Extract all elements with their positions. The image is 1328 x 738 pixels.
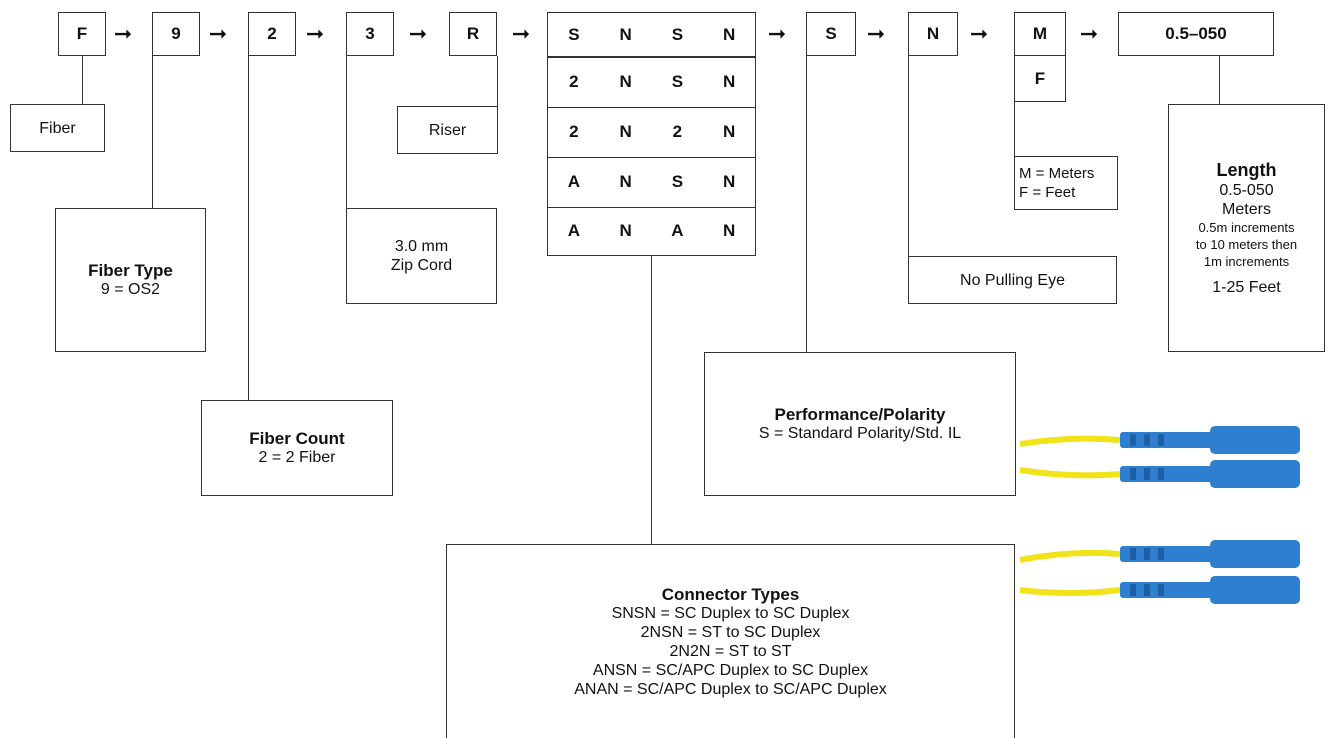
fiber-patch-cable-image <box>1020 418 1320 618</box>
fiber-label: Fiber <box>39 119 75 138</box>
connector-line <box>1014 102 1015 156</box>
connector-line <box>1219 56 1220 104</box>
cord-line2: Zip Cord <box>391 256 452 275</box>
performance-box: Performance/Polarity S = Standard Polari… <box>704 352 1016 496</box>
arrow-icon: ➞ <box>762 23 792 45</box>
performance-value: S = Standard Polarity/Std. IL <box>759 424 961 443</box>
length-feet: 1-25 Feet <box>1212 278 1280 297</box>
fiber-label-box: Fiber <box>10 104 105 152</box>
connector-type-line: SNSN = SC Duplex to SC Duplex <box>612 604 850 623</box>
connector-code-cell: A <box>652 221 704 241</box>
code-unit-feet: F <box>1014 56 1066 102</box>
connector-code-cell: 2 <box>548 72 600 92</box>
connector-row: 2 N 2 N <box>548 107 755 158</box>
units-box: M = Meters F = Feet <box>1014 156 1118 210</box>
arrow-icon: ➞ <box>403 23 433 45</box>
connector-line <box>152 56 153 208</box>
connector-type-line: ANSN = SC/APC Duplex to SC Duplex <box>593 661 868 680</box>
length-small1: 0.5m increments <box>1198 219 1294 236</box>
connector-code-cell: N <box>703 25 755 45</box>
fiber-count-title: Fiber Count <box>249 429 344 448</box>
riser-label: Riser <box>429 121 466 140</box>
connector-code-cell: S <box>652 72 704 92</box>
connector-code-cell: S <box>548 25 600 45</box>
arrow-icon: ➞ <box>203 23 233 45</box>
code-fiber: F <box>58 12 106 56</box>
code-rating: R <box>449 12 497 56</box>
connector-code-cell: N <box>600 221 652 241</box>
units-meters: M = Meters <box>1019 164 1094 183</box>
connector-line <box>497 56 498 106</box>
cable-icon <box>1020 426 1300 604</box>
divider <box>547 56 756 57</box>
code-unit-meters: M <box>1014 12 1066 56</box>
connector-code-cell: N <box>600 172 652 192</box>
connector-code-cell: A <box>548 221 600 241</box>
connector-line <box>248 56 249 400</box>
fiber-count-box: Fiber Count 2 = 2 Fiber <box>201 400 393 496</box>
cord-line1: 3.0 mm <box>395 237 448 256</box>
length-small2: to 10 meters then <box>1196 236 1297 253</box>
length-title: Length <box>1217 159 1277 181</box>
arrow-icon: ➞ <box>506 23 536 45</box>
length-box: Length 0.5-050 Meters 0.5m increments to… <box>1168 104 1325 352</box>
code-construction: 3 <box>346 12 394 56</box>
connector-code-cell: N <box>703 122 755 142</box>
connector-code-cell: 2 <box>548 122 600 142</box>
connector-code-cell: S <box>652 172 704 192</box>
connector-code-cell: N <box>600 122 652 142</box>
connector-row: 2 N S N <box>548 57 755 108</box>
connector-row: S N S N <box>548 13 755 58</box>
arrow-icon: ➞ <box>108 23 138 45</box>
connector-row: A N S N <box>548 157 755 208</box>
connector-code-cell: N <box>600 25 652 45</box>
connector-row: A N A N <box>548 207 755 255</box>
connector-line <box>346 56 347 208</box>
arrow-icon: ➞ <box>964 23 994 45</box>
fiber-type-value: 9 = OS2 <box>101 280 160 299</box>
connector-line <box>806 56 807 352</box>
code-fiber-type: 9 <box>152 12 200 56</box>
code-fiber-count: 2 <box>248 12 296 56</box>
fiber-type-title: Fiber Type <box>88 261 173 280</box>
connector-code-cell: S <box>652 25 704 45</box>
code-performance: S <box>806 12 856 56</box>
cord-box: 3.0 mm Zip Cord <box>346 208 497 304</box>
connector-code-cell: N <box>600 72 652 92</box>
connector-type-line: 2N2N = ST to ST <box>670 642 792 661</box>
connector-line <box>82 56 83 104</box>
connector-code-cell: N <box>703 72 755 92</box>
connector-type-line: ANAN = SC/APC Duplex to SC/APC Duplex <box>574 680 887 699</box>
connector-types-title: Connector Types <box>662 585 800 604</box>
units-feet: F = Feet <box>1019 183 1075 202</box>
fiber-count-value: 2 = 2 Fiber <box>259 448 336 467</box>
code-pulling-eye: N <box>908 12 958 56</box>
arrow-icon: ➞ <box>300 23 330 45</box>
length-small3: 1m increments <box>1204 253 1289 270</box>
connector-types-box: Connector Types SNSN = SC Duplex to SC D… <box>446 544 1015 738</box>
connector-code-table: S N S N 2 N S N 2 N 2 N A N S N A N A N <box>547 12 756 256</box>
pulling-eye-box: No Pulling Eye <box>908 256 1117 304</box>
length-line1: 0.5-050 <box>1219 181 1273 200</box>
connector-line <box>651 256 652 544</box>
arrow-icon: ➞ <box>861 23 891 45</box>
fiber-type-box: Fiber Type 9 = OS2 <box>55 208 206 352</box>
connector-type-line: 2NSN = ST to SC Duplex <box>641 623 821 642</box>
connector-code-cell: 2 <box>652 122 704 142</box>
no-pulling-eye-label: No Pulling Eye <box>960 271 1065 290</box>
connector-code-cell: N <box>703 221 755 241</box>
code-length: 0.5–050 <box>1118 12 1274 56</box>
arrow-icon: ➞ <box>1074 23 1104 45</box>
connector-code-cell: A <box>548 172 600 192</box>
performance-title: Performance/Polarity <box>774 405 945 424</box>
connector-line <box>908 56 909 256</box>
connector-code-cell: N <box>703 172 755 192</box>
riser-label-box: Riser <box>397 106 498 154</box>
length-line2: Meters <box>1222 200 1271 219</box>
